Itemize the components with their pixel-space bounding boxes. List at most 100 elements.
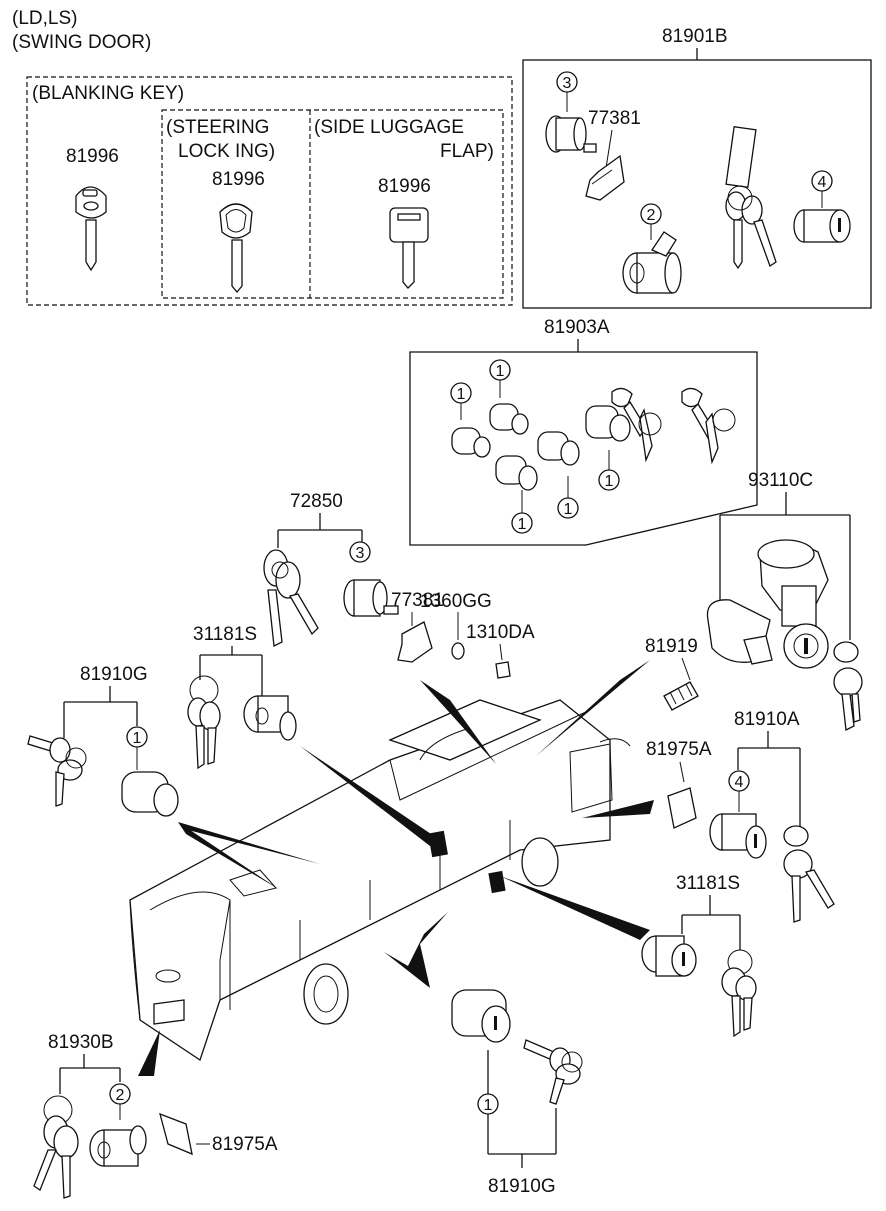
clip-81975A-right-icon (667, 787, 697, 829)
blanking-key-title: (BLANKING KEY) (32, 83, 184, 104)
screw-81919-icon (663, 681, 699, 711)
svg-text:1: 1 (518, 516, 527, 533)
leader-72850 (277, 513, 363, 548)
lock-cylinder-4-top-icon (793, 209, 851, 243)
leader-31181S-right (681, 895, 741, 950)
lock-cylinder-81910G-bottom-icon (451, 989, 511, 1043)
circle-1-left: 1 (126, 726, 148, 770)
part-number-81901B[interactable]: 81901B (662, 26, 728, 47)
circle-4-mid: 4 (728, 770, 750, 812)
key-set-81903A-icons (611, 387, 736, 465)
key-pair-72850-icon (263, 549, 319, 648)
circle-2-bottom: 2 (109, 1083, 131, 1120)
part-number-77381[interactable]: 77381 (391, 590, 444, 611)
leader-77381-set (605, 129, 613, 169)
lock-cylinder-31181S-right-icon (641, 935, 697, 977)
circle-1-bottom: 1 (477, 1093, 499, 1115)
washer-1360GG-icon (451, 642, 465, 660)
key-pair-81910G-bottom-icon (523, 1039, 583, 1105)
svg-text:2: 2 (647, 207, 656, 224)
leader-81975A-right (679, 761, 685, 783)
svg-text:4: 4 (818, 174, 827, 191)
part-number-1360GG-text[interactable]: 1360GG (420, 591, 492, 612)
lock-cylinder-3-mid-icon (343, 579, 399, 617)
key-pair-31181S-right-icon (721, 949, 757, 1038)
part-number-81910G-bottom[interactable]: 81910G (488, 1176, 556, 1197)
leader-93110C (719, 492, 851, 640)
circle-3-top: 3 (556, 71, 578, 112)
circle-3-mid: 3 (349, 541, 371, 563)
lock-cylinder-31181S-top-icon (243, 695, 297, 741)
svg-text:1: 1 (484, 1097, 493, 1114)
circle-1-a: 1 (450, 382, 472, 420)
cylinder-set-icons (451, 403, 631, 491)
part-number-81996-b[interactable]: 81996 (212, 169, 265, 190)
key-pair-81930B-icon (33, 1095, 79, 1199)
leader-81930B (59, 1054, 121, 1094)
lock-cylinder-4-mid-icon (709, 813, 767, 859)
svg-text:1: 1 (457, 386, 466, 403)
clip-81975A-bottom-icon (159, 1112, 193, 1156)
circle-1-c: 1 (598, 450, 620, 491)
lock-cylinder-81910G-left-icon (121, 771, 179, 817)
part-number-81910A[interactable]: 81910A (734, 709, 800, 730)
key-pair-81910G-left-icon (27, 735, 87, 807)
luggage-blank-key-icon (389, 207, 429, 289)
leader-81910G-left (63, 686, 138, 738)
part-number-81975A-bottom[interactable]: 81975A (212, 1134, 278, 1155)
blanking-key-group-frame (26, 76, 513, 306)
circle-1-b: 1 (489, 359, 511, 398)
key-pair-box-icon (725, 126, 777, 270)
part-number-81975A-right[interactable]: 81975A (646, 739, 712, 760)
svg-text:2: 2 (116, 1087, 125, 1104)
steering-label-1: (STEERING (166, 117, 269, 138)
svg-text:3: 3 (356, 545, 365, 562)
steering-blank-key-icon (219, 203, 253, 294)
svg-text:1: 1 (605, 473, 614, 490)
leader-81919 (681, 657, 691, 681)
part-number-81996-c[interactable]: 81996 (378, 176, 431, 197)
part-number-31181S-right[interactable]: 31181S (676, 873, 740, 894)
blank-key-icon (75, 186, 107, 272)
circle-1-e: 1 (511, 490, 533, 534)
part-number-72850[interactable]: 72850 (290, 491, 343, 512)
leader-31181S-top (199, 646, 263, 700)
ignition-key-icon (833, 641, 863, 731)
svg-text:1: 1 (133, 730, 142, 747)
lock-cylinder-3-top-icon (545, 115, 597, 153)
nut-1310DA-icon (495, 661, 511, 679)
door-type-label: (SWING DOOR) (12, 32, 151, 53)
svg-text:1: 1 (496, 363, 505, 380)
key-pair-31181S-top-icon (187, 675, 221, 770)
circle-4-top: 4 (811, 170, 833, 208)
svg-text:3: 3 (563, 75, 572, 92)
lock-cylinder-2-box-icon (622, 231, 682, 294)
latch-plate-77381-icon (397, 621, 433, 663)
part-number-81903A[interactable]: 81903A (544, 317, 610, 338)
part-number-77381-set[interactable]: 77381 (588, 108, 641, 129)
part-number-93110C[interactable]: 93110C (748, 470, 813, 491)
part-number-81919[interactable]: 81919 (645, 636, 698, 657)
key-pair-81910A-icon (783, 825, 835, 923)
lock-cylinder-81930B-icon (89, 1125, 147, 1167)
model-label: (LD,LS) (12, 8, 77, 29)
latch-plate-77381-top-icon (585, 154, 625, 201)
svg-text:1: 1 (564, 501, 573, 518)
part-number-81930B[interactable]: 81930B (48, 1032, 114, 1053)
leader-1310DA (499, 643, 503, 661)
set-81901B-frame (522, 59, 872, 309)
side-luggage-label-1: (SIDE LUGGAGE (314, 117, 464, 138)
part-number-81996-a[interactable]: 81996 (66, 146, 119, 167)
bus-illustration (129, 699, 631, 1062)
steering-label-2: LOCK ING) (178, 141, 275, 162)
part-number-31181S-top[interactable]: 31181S (193, 624, 257, 645)
part-number-81910G-left[interactable]: 81910G (80, 664, 148, 685)
part-number-1310DA[interactable]: 1310DA (466, 622, 535, 643)
set-81903A-frame (409, 351, 758, 546)
pointer-wedges (138, 660, 654, 1076)
circle-1-d: 1 (557, 476, 579, 519)
leader-81910G-bottom (487, 1050, 557, 1168)
svg-text:4: 4 (735, 774, 744, 791)
